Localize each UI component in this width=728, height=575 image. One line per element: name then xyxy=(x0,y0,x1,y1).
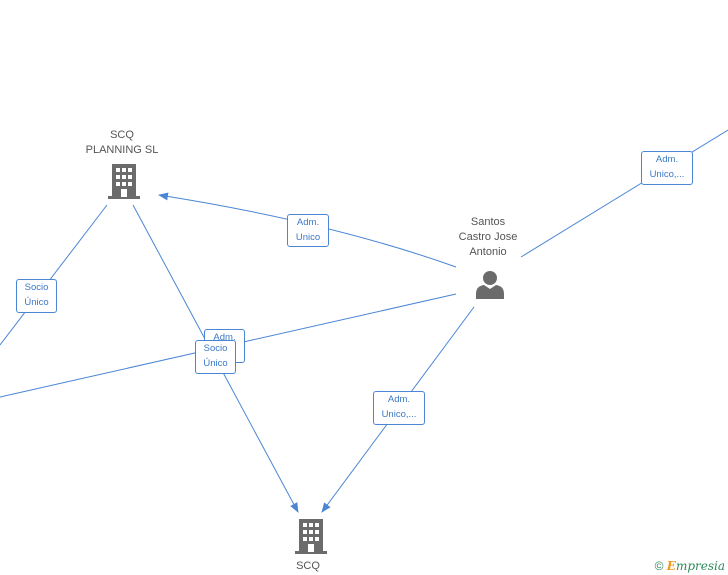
edge-scq-planning-to-offscreen-left xyxy=(0,204,108,346)
edge-label-socio-unico-left[interactable]: Socio Único xyxy=(16,279,57,313)
node-label-santos: Santos Castro Jose Antonio xyxy=(458,216,518,258)
edge-santos-to-offscreen-right xyxy=(520,129,728,258)
building-icon[interactable] xyxy=(108,164,140,199)
copyright-icon: © xyxy=(654,559,664,573)
person-icon[interactable] xyxy=(475,270,505,300)
brand-logo: Empresia xyxy=(666,559,725,573)
node-label-scq-planning: SCQ PLANNING SL xyxy=(85,129,159,156)
node-label-scq: SCQ xyxy=(296,560,320,572)
edge-label-adm-unico-bottom[interactable]: Adm. Unico,... xyxy=(373,391,425,425)
edge-label-adm-unico[interactable]: Adm. Unico xyxy=(287,214,329,247)
building-icon[interactable] xyxy=(295,519,327,554)
edge-label-socio-unico-center[interactable]: Socio Único xyxy=(195,340,236,374)
edge-label-adm-unico-right[interactable]: Adm. Unico,... xyxy=(641,151,693,185)
footer-brand: © Empresia xyxy=(655,559,725,573)
